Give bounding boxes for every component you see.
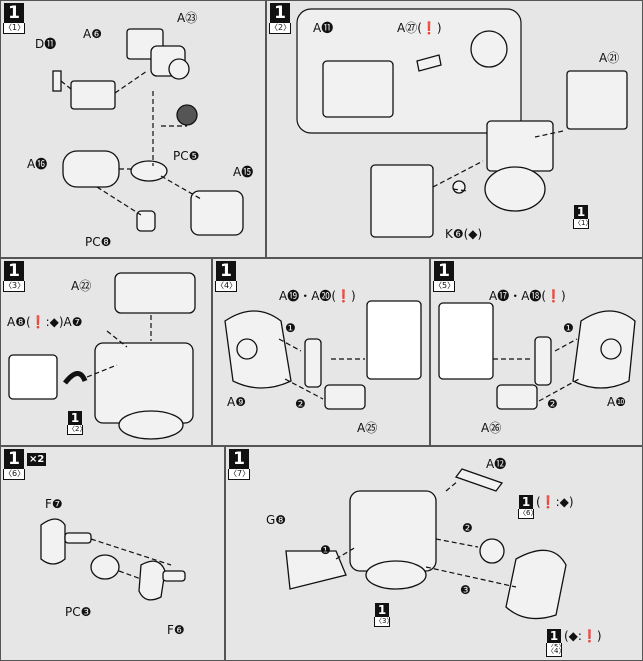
step-badge: 1〈1〉 [3, 3, 26, 34]
arrow-label: ❶ [285, 321, 296, 335]
arrow-label: ❶ [563, 321, 574, 335]
step-panel-5: 1〈5〉 A⓱・A⓲(❗) A❿ A㉖ ❶ ❷ [430, 258, 643, 446]
arrow-label: ❶ [320, 543, 331, 557]
part-label: A⓬ [486, 457, 507, 471]
step-panel-7: 1〈7〉 A⓬ G❽ ❶ ❷ ❸ 1〈6〉 (❗:◆) 1〈3〉 1〈5〉 (◆… [225, 446, 643, 661]
step-panel-2: 1〈2〉 A⓫ A㉗(❗) A㉑ K❻(◆) 1〈1〉 [266, 0, 643, 258]
part-diagram [438, 302, 636, 410]
part-label: A⓱・A⓲(❗) [489, 289, 566, 303]
part-label: A❾ [227, 395, 246, 409]
quantity-badge: ×2 [27, 453, 47, 466]
step-badge: 1〈4〉 [215, 261, 238, 292]
part-label: A㉑ [599, 51, 620, 65]
step-reference: 1〈6〉 (❗:◆) [518, 495, 574, 519]
part-diagram [285, 468, 567, 620]
part-label: A㉗(❗) [397, 21, 442, 35]
step-badge: 1〈2〉 [269, 3, 292, 34]
part-label: A❿ [607, 395, 626, 409]
part-label: PC❺ [173, 149, 200, 163]
part-diagram [224, 300, 422, 410]
step-panel-1: 1〈1〉 A㉓ A❻ D⓫ A⓰ PC❺ A⓯ PC❽ [0, 0, 266, 258]
arrow-label: ❷ [547, 397, 558, 411]
part-label: G❽ [266, 513, 287, 527]
step-badge: 1〈7〉 [228, 449, 251, 480]
part-label: A⓯ [233, 165, 254, 179]
part-label: F❻ [167, 623, 185, 637]
step-badge: 1〈6〉 [3, 449, 26, 480]
step-reference: 1〈2〉 [67, 411, 87, 435]
step-badge: 1〈5〉 [433, 261, 456, 292]
part-diagram [52, 28, 244, 236]
step-reference: 1〈3〉 [374, 603, 394, 627]
part-diagram [296, 8, 628, 238]
arrow-label: ❷ [462, 521, 473, 535]
step-panel-3: 1〈3〉 A㉒ A❽(❗:◆)A❼ 1〈2〉 [0, 258, 212, 446]
part-diagram [8, 272, 196, 440]
part-label: A❻ [83, 27, 102, 41]
step-panel-4: 1〈4〉 A⓳・A⓴(❗) A❾ A㉕ ❶ ❷ [212, 258, 430, 446]
part-label: F❼ [45, 497, 63, 511]
part-label: A⓰ [27, 157, 48, 171]
part-label: A㉓ [177, 11, 198, 25]
part-label: A⓫ [313, 21, 334, 35]
part-label: PC❸ [65, 605, 92, 619]
step-reference: 1〈1〉 [573, 205, 593, 229]
part-label: D⓫ [35, 37, 57, 51]
step-reference: 〈4〉 [546, 647, 566, 657]
part-diagram [40, 518, 186, 601]
part-label: A㉒ [71, 279, 92, 293]
step-badge: 1〈3〉 [3, 261, 26, 292]
part-label: A⓳・A⓴(❗) [279, 289, 356, 303]
arrow-label: ❸ [460, 583, 471, 597]
step-panel-6: 1〈6〉 ×2 F❼ PC❸ F❻ [0, 446, 225, 661]
part-label: A❽(❗:◆)A❼ [7, 315, 83, 329]
part-label: PC❽ [85, 235, 112, 249]
part-label: K❻(◆) [445, 227, 483, 241]
part-label: A㉖ [481, 421, 502, 435]
arrow-label: ❷ [295, 397, 306, 411]
part-label: A㉕ [357, 421, 378, 435]
